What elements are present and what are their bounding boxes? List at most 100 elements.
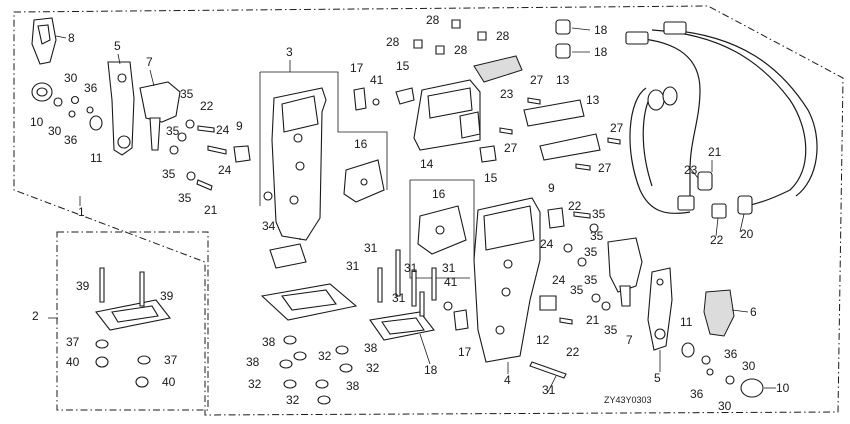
callout-33: 32 (286, 393, 300, 407)
callout-29: 28 (496, 29, 510, 43)
part-handle-grip (31, 17, 57, 65)
callout-7: 7 (146, 55, 153, 69)
diagram-code: ZY43Y0303 (604, 395, 652, 405)
callout-12: 12 (536, 333, 550, 347)
leader-lines (48, 27, 776, 393)
callout-30: 30 (64, 71, 78, 85)
part-nuts-33-38 (279, 335, 353, 405)
callout-11: 11 (90, 151, 103, 165)
part-wire-harness (625, 21, 818, 219)
part-knob-left (31, 82, 103, 131)
callout-15: 15 (484, 171, 498, 185)
callout-35: 35 (584, 245, 598, 259)
callout-37: 36 (84, 81, 98, 95)
part-clip-15-top (395, 87, 415, 105)
part-brackets-13 (523, 99, 601, 161)
callout-8: 8 (68, 31, 75, 45)
part-screws-29 (413, 19, 487, 55)
callout-35: 35 (570, 283, 584, 297)
callout-9: 9 (548, 181, 555, 195)
callout-30: 30 (742, 359, 756, 373)
callout-9: 9 (236, 119, 243, 133)
callout-26: 21 (204, 203, 218, 217)
callout-35: 35 (592, 207, 606, 221)
part-nuts-36-40 (95, 339, 151, 388)
callout-25: 22 (200, 99, 214, 113)
callout-30: 30 (48, 124, 62, 138)
callout-31: 31 (392, 291, 406, 305)
part-grip-body-right (607, 237, 643, 307)
part-lever-arm-left (107, 61, 135, 156)
callout-20: 20 (740, 227, 754, 241)
callout-25: 22 (566, 345, 580, 359)
callout-10: 10 (776, 381, 790, 395)
part-bolts-right-cluster (539, 211, 611, 325)
callout-24: 23 (500, 87, 514, 101)
callout-35: 35 (178, 191, 192, 205)
callout-17: 17 (458, 345, 472, 359)
part-bolts-39 (99, 267, 145, 307)
callout-3: 3 (286, 45, 293, 59)
part-block-9-right (547, 207, 565, 229)
assembly-frame (13, 5, 844, 416)
callout-19: 18 (424, 363, 438, 377)
callout-37: 36 (724, 347, 738, 361)
callouts: 8 5 7 30 36 10 30 36 11 35 22 35 24 9 24… (30, 13, 790, 413)
part-housing-right (409, 179, 541, 363)
callout-4: 4 (504, 373, 511, 387)
callout-28: 27 (598, 161, 612, 175)
callout-11: 11 (680, 315, 693, 329)
part-clip-15-mid (479, 145, 497, 163)
callout-29: 28 (426, 13, 440, 27)
callout-40: 40 (162, 375, 176, 389)
callout-34: 34 (262, 219, 276, 233)
callout-33: 32 (366, 361, 380, 375)
callout-36: 37 (66, 335, 80, 349)
part-flap-24 (473, 55, 523, 83)
callout-14: 14 (420, 157, 434, 171)
callout-21: 21 (708, 145, 722, 159)
callout-33: 32 (318, 349, 332, 363)
callout-31: 31 (404, 261, 418, 275)
part-bolt-32 (529, 361, 567, 379)
callout-5: 5 (654, 371, 661, 385)
callout-27: 24 (540, 237, 554, 251)
callout-38: 38 (346, 379, 360, 393)
part-clip-17-lower (443, 301, 469, 331)
callout-5: 5 (114, 39, 121, 53)
callout-27: 24 (218, 163, 232, 177)
callout-15: 15 (396, 59, 410, 73)
part-bolts-left-cluster (169, 119, 251, 191)
part-clip-17-top (353, 87, 380, 111)
callout-7: 7 (626, 333, 633, 347)
callout-17: 17 (350, 61, 364, 75)
callout-39: 39 (76, 279, 90, 293)
callout-16: 16 (432, 187, 446, 201)
callout-38: 38 (246, 355, 260, 369)
callout-33: 32 (248, 377, 262, 391)
callout-35: 35 (162, 167, 176, 181)
callout-18: 18 (594, 45, 608, 59)
part-gasket-2 (95, 299, 171, 331)
part-bolt-34 (263, 191, 273, 201)
part-plate-16-left (343, 159, 385, 203)
callout-30: 30 (718, 399, 732, 413)
callout-13: 13 (586, 93, 600, 107)
callout-1: 1 (78, 205, 85, 219)
callout-38: 38 (262, 335, 276, 349)
callout-22: 22 (710, 233, 724, 247)
part-gasket-center (260, 243, 435, 341)
callout-18: 18 (594, 23, 608, 37)
part-housing-left (259, 71, 388, 241)
callout-6: 6 (750, 305, 757, 319)
callout-27: 24 (216, 123, 230, 137)
callout-2: 2 (32, 309, 39, 323)
callout-35: 35 (166, 124, 180, 138)
callout-37: 36 (690, 387, 704, 401)
part-grip-body-left (139, 81, 181, 151)
callout-13: 13 (556, 73, 570, 87)
callout-31: 31 (346, 259, 360, 273)
callout-35: 35 (180, 87, 194, 101)
callout-10: 10 (30, 115, 44, 129)
